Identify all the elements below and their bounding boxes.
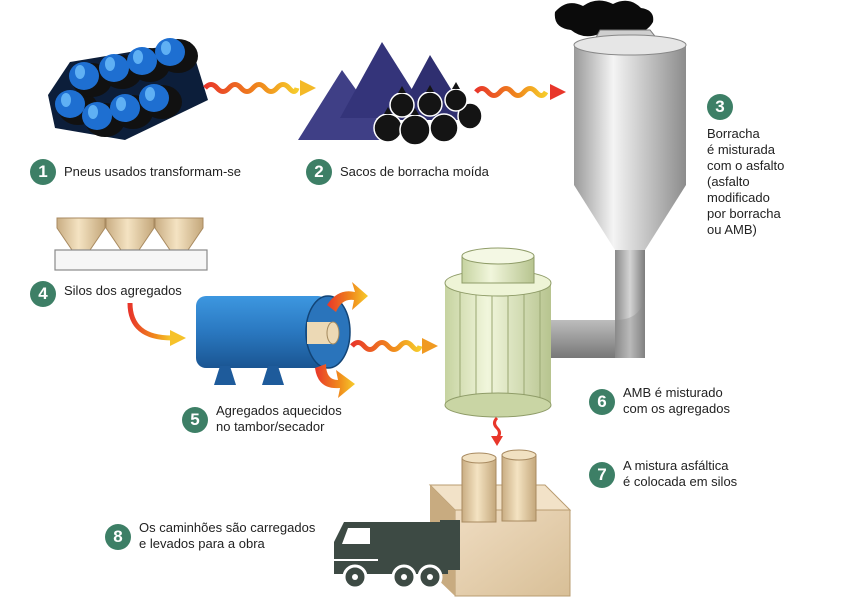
- step-4: 4 Silos dos agregados: [30, 281, 182, 307]
- step-label: AMB é misturado: [623, 385, 723, 400]
- step-number-badge: 4: [30, 281, 56, 307]
- wavy-arrow-tires-to-bags: [203, 80, 316, 96]
- step-number-badge: 2: [306, 159, 332, 185]
- step-number-badge: 1: [30, 159, 56, 185]
- step-label: Sacos de borracha moída: [340, 164, 489, 179]
- step-label: por borracha: [707, 206, 781, 221]
- step-8: 8 Os caminhões são carregados e levados …: [105, 520, 315, 552]
- step-label: Os caminhões são carregados: [139, 520, 316, 535]
- step-label: Silos dos agregados: [64, 283, 182, 298]
- curved-arrow-silos-to-drum: [127, 302, 186, 346]
- step-number-badge: 3: [707, 94, 733, 120]
- step-label: com os agregados: [623, 401, 730, 416]
- step-label: modificado: [707, 190, 770, 205]
- rubber-asphalt-tower: [548, 0, 687, 358]
- mixer-illustration: [444, 247, 552, 418]
- step-label: e levados para a obra: [139, 536, 265, 551]
- step-label: é misturada: [707, 142, 775, 157]
- step-label: Borracha: [707, 126, 760, 141]
- used-tires-illustration: [48, 38, 208, 140]
- heating-drum-illustration: [196, 282, 368, 398]
- step-6: 6 AMB é misturado com os agregados: [589, 385, 730, 417]
- aggregate-silos-illustration: [54, 217, 208, 271]
- step-number-badge: 6: [589, 389, 615, 415]
- step-label: Pneus usados transformam-se: [64, 164, 242, 179]
- step-label: ou AMB): [707, 222, 757, 237]
- step-number-badge: 5: [182, 407, 208, 433]
- step-label: é colocada em silos: [623, 474, 738, 489]
- wavy-arrow-drum-to-mixer: [350, 338, 438, 354]
- step-label: Agregados aquecidos: [216, 403, 342, 418]
- dump-truck-icon: [334, 520, 460, 590]
- step-label: A mistura asfáltica: [623, 458, 729, 473]
- step-5: 5 Agregados aquecidos no tambor/secador: [182, 403, 342, 435]
- step-2: 2 Sacos de borracha moída: [306, 159, 489, 185]
- step-1: 1 Pneus usados transformam-se: [30, 159, 241, 185]
- step-3: 3 Borracha é misturada com o asfalto (as…: [707, 94, 784, 238]
- wavy-arrow-bags-to-tower: [474, 84, 566, 100]
- step-label: com o asfalto: [707, 158, 785, 173]
- step-number-badge: 7: [589, 462, 615, 488]
- down-arrow-mixer-to-silos: [491, 416, 503, 446]
- step-7: 7 A mistura asfáltica é colocada em silo…: [589, 458, 737, 490]
- step-label: (asfalto: [707, 174, 750, 189]
- step-number-badge: 8: [105, 524, 131, 550]
- step-label: no tambor/secador: [216, 419, 325, 434]
- rubber-bags-illustration: [298, 42, 483, 146]
